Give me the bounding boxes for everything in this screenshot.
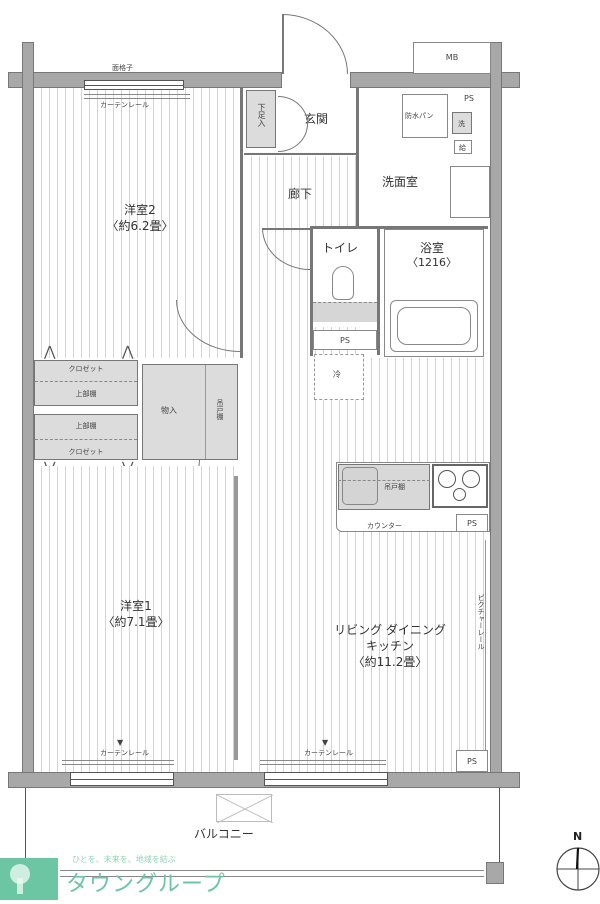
burner-center: [453, 488, 466, 501]
counter-label: カウンター: [367, 522, 402, 530]
left-wall: [22, 42, 34, 774]
toilet-bowl[interactable]: [332, 266, 354, 300]
balcony-post-right: [499, 788, 500, 862]
curtain-rail-top: [84, 94, 190, 99]
kitchen-shelf-line: [338, 480, 430, 481]
hallway-label: 廊下: [288, 187, 313, 201]
ps-toilet: PS: [313, 330, 377, 350]
toilet-label: トイレ: [322, 241, 359, 255]
right-wall: [490, 42, 502, 774]
front-door[interactable]: [282, 14, 348, 74]
storage-label: 物入: [161, 406, 177, 415]
fridge-space: 冷: [314, 354, 364, 400]
hanger-shelf-label: 吊戸棚: [216, 399, 224, 420]
ps-toilet-label: PS: [340, 336, 350, 345]
brand-logo: [0, 858, 58, 900]
closet-top-divider: [35, 381, 137, 382]
wash-tank: 洗: [452, 112, 472, 134]
bathtub[interactable]: [390, 300, 478, 352]
balcony-post-box: [486, 862, 504, 884]
curtain-rail-bottom-right-label: カーテンレール: [304, 749, 353, 757]
closet-bottom-label: クロゼット: [68, 448, 104, 456]
wash-tank-label: 洗: [458, 120, 465, 128]
toilet-wall-top: [310, 226, 488, 229]
fridge-label: 冷: [333, 370, 341, 379]
shoe-box-label: 下足入: [257, 103, 266, 127]
brand-tagline: ひとを、未来を、地域を結ぶ: [72, 855, 176, 864]
washer-pan[interactable]: 防水パン: [402, 94, 448, 138]
aircon-cross-icon: [217, 795, 273, 823]
entrance-step: [244, 153, 356, 155]
ps-top-label: PS: [464, 94, 474, 103]
storage[interactable]: 物入 吊戸棚: [142, 364, 238, 460]
ps-counter-label: PS: [467, 519, 477, 528]
curtain-rail-bottom-right: [260, 760, 386, 765]
vanity[interactable]: [450, 166, 490, 218]
ps-bottom: PS: [456, 750, 488, 772]
closet-top-label: クロゼット: [68, 365, 104, 373]
heater-box: 給: [454, 140, 472, 154]
toilet-wall-left: [310, 226, 313, 356]
curtain-marker-right: ▼: [322, 738, 329, 747]
compass-icon: [556, 847, 600, 891]
window-ldk[interactable]: [264, 772, 388, 786]
curtain-rail-bottom-left-label: カーテンレール: [100, 749, 149, 757]
burner-left: [438, 470, 456, 488]
curtain-rail-top-label: カーテンレール: [100, 101, 149, 109]
toilet-wall-right: [377, 229, 380, 355]
toilet-shelf-line: [313, 302, 377, 303]
ps-bottom-label: PS: [467, 757, 477, 766]
washer-pan-label: 防水パン: [405, 112, 434, 120]
balcony-label: バルコニー: [194, 827, 254, 841]
shoe-box[interactable]: 下足入: [246, 90, 276, 148]
ldk-name: リビング ダイニング キッチン 〈約11.2畳〉: [334, 623, 446, 670]
closet-door-top-right[interactable]: ⋀: [122, 344, 134, 360]
curtain-marker-left: ▼: [117, 738, 124, 747]
upper-shelf-bottom-label: 上部棚: [75, 422, 97, 430]
upper-shelf-top-label: 上部棚: [75, 390, 97, 398]
storage-divider: [205, 365, 206, 459]
burner-right: [462, 470, 480, 488]
kitchen-sink[interactable]: [342, 467, 378, 505]
ps-counter: PS: [456, 514, 488, 532]
western-room-1-floor: [34, 466, 234, 772]
balcony-railing: [60, 870, 484, 877]
partition-room2-hall: [240, 88, 243, 358]
bathroom-label: 浴室 〈1216〉: [407, 241, 457, 270]
partition-hall-washroom: [356, 88, 359, 228]
balcony-post-left: [25, 788, 26, 858]
lattice-label: 面格子: [112, 64, 133, 72]
closet-door-top-left[interactable]: ⋀: [44, 344, 56, 360]
toilet-tank: [313, 302, 377, 322]
kitchen-hanger-label: 吊戸棚: [384, 483, 405, 491]
heater-label: 給: [459, 144, 466, 152]
compass-north-label: N: [573, 830, 583, 843]
washroom-label: 洗面室: [382, 175, 419, 189]
closet-bottom[interactable]: 上部棚 クロゼット: [34, 414, 138, 460]
tree-logo-icon: [10, 864, 30, 894]
window-room-1[interactable]: [70, 772, 174, 786]
meter-box: MB: [413, 42, 491, 74]
entrance-label: 玄関: [304, 112, 329, 126]
curtain-rail-bottom-left: [62, 760, 174, 765]
picture-rail-label: ピクチャーレール: [477, 594, 485, 650]
closet-top[interactable]: クロゼット 上部棚: [34, 360, 138, 406]
western-room-2-name: 洋室2 〈約6.2畳〉: [106, 203, 174, 234]
aircon-unit: [216, 794, 273, 823]
ldk-floor: [244, 400, 488, 772]
partition-room1-ldk: [234, 476, 238, 760]
closet-bottom-divider: [35, 439, 137, 440]
picture-rail: [485, 540, 486, 750]
bathtub-inner: [397, 307, 471, 345]
mb-label: MB: [445, 53, 459, 62]
brand-company-name: タウングループ: [66, 872, 226, 897]
western-room-1-name: 洋室1 〈約7.1畳〉: [102, 599, 170, 630]
ldk-floor-upper: [244, 358, 314, 402]
window-room-2[interactable]: [84, 80, 184, 90]
stove[interactable]: [432, 464, 488, 508]
ldk-floor-upper-right: [364, 358, 488, 402]
